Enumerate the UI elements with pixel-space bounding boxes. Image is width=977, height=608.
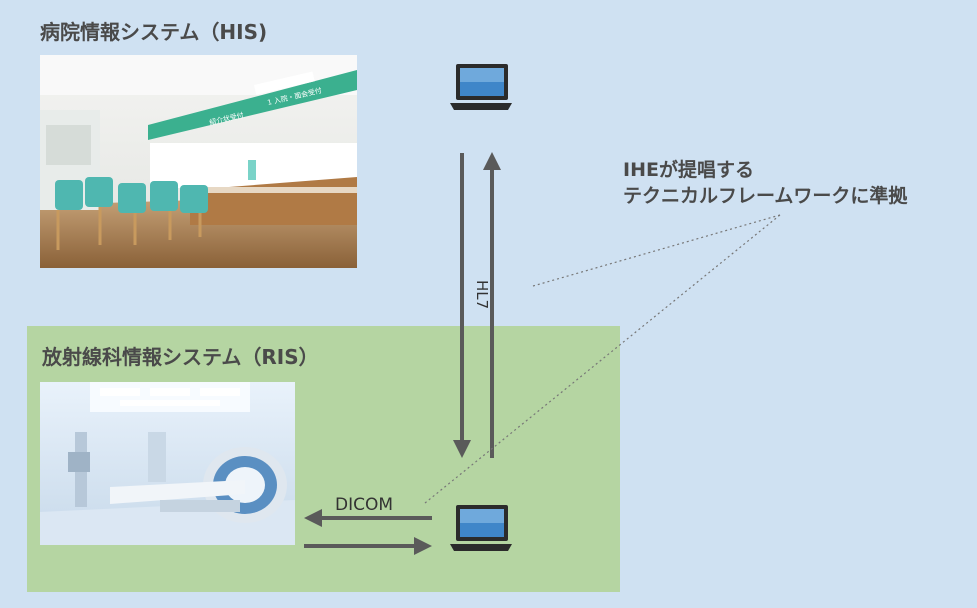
ihe-pointer-dicom xyxy=(424,214,781,504)
hl7-up-arrow xyxy=(483,152,501,458)
ris-laptop-icon xyxy=(448,503,514,559)
ris-title: 放射線科情報システム（RIS） xyxy=(42,345,319,369)
radiology-room-image xyxy=(40,382,295,545)
ihe-note-line2: テクニカルフレームワークに準拠 xyxy=(623,185,908,207)
dicom-right-arrow xyxy=(304,537,432,555)
ihe-pointer-hl7 xyxy=(532,214,781,287)
hospital-lobby-image: 紹介状受付 1 入院・面会受付 xyxy=(40,55,357,268)
hl7-down-arrow xyxy=(453,153,471,458)
his-title: 病院情報システム（HIS) xyxy=(40,20,268,44)
dicom-label: DICOM xyxy=(335,495,394,515)
dicom-left-arrow xyxy=(304,509,432,527)
hl7-label: HL7 xyxy=(473,280,491,310)
ihe-note-line1: IHEが提唱する xyxy=(623,159,754,181)
ihe-note: IHEが提唱する テクニカルフレームワークに準拠 xyxy=(623,157,907,209)
his-laptop-icon xyxy=(448,62,514,118)
